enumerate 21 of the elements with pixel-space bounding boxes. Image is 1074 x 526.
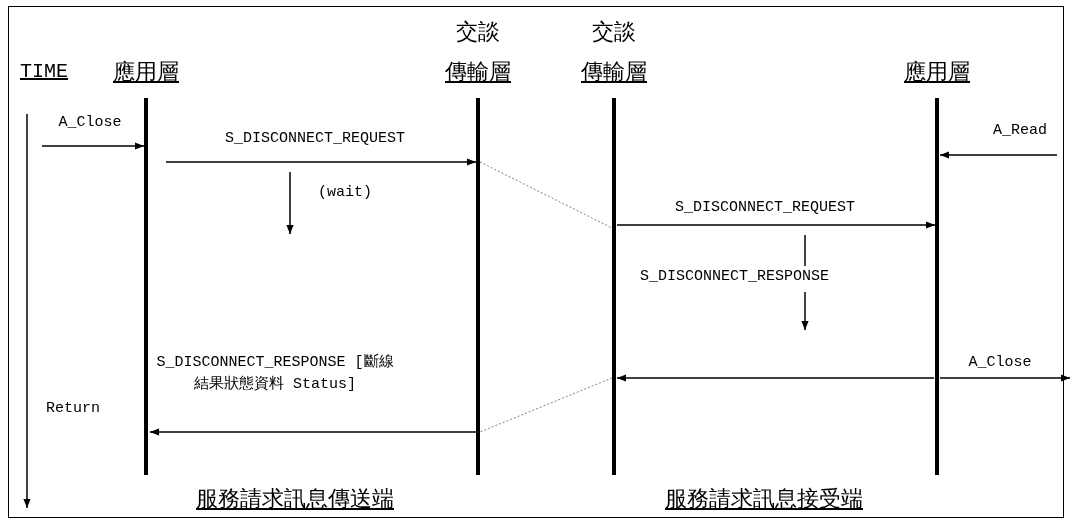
arrow bbox=[165, 158, 477, 166]
arrow bbox=[939, 374, 1071, 382]
arrow bbox=[939, 151, 1058, 159]
note-text: Return bbox=[46, 400, 100, 417]
dotted-line bbox=[479, 377, 613, 433]
arrow bbox=[616, 374, 935, 382]
lifeline-heading: 應用層 bbox=[903, 58, 971, 86]
note-text: (wait) bbox=[318, 184, 372, 201]
lifeline-heading: 應用層 bbox=[112, 58, 180, 86]
note-text: S_DISCONNECT_RESPONSE bbox=[640, 268, 830, 285]
lifeline-heading: 交談 bbox=[455, 18, 501, 46]
lifeline-heading: 傳輸層 bbox=[444, 58, 512, 86]
footer-heading: 服務請求訊息傳送端 bbox=[196, 485, 394, 513]
arrow bbox=[616, 221, 936, 229]
arrow bbox=[149, 428, 477, 436]
lifeline-heading: 交談 bbox=[591, 18, 637, 46]
lifeline-heading: 傳輸層 bbox=[580, 58, 648, 86]
arrow bbox=[41, 142, 145, 150]
footer-heading: 服務請求訊息接受端 bbox=[665, 485, 863, 513]
time-label: TIME bbox=[20, 60, 68, 83]
dotted-line bbox=[479, 161, 613, 229]
